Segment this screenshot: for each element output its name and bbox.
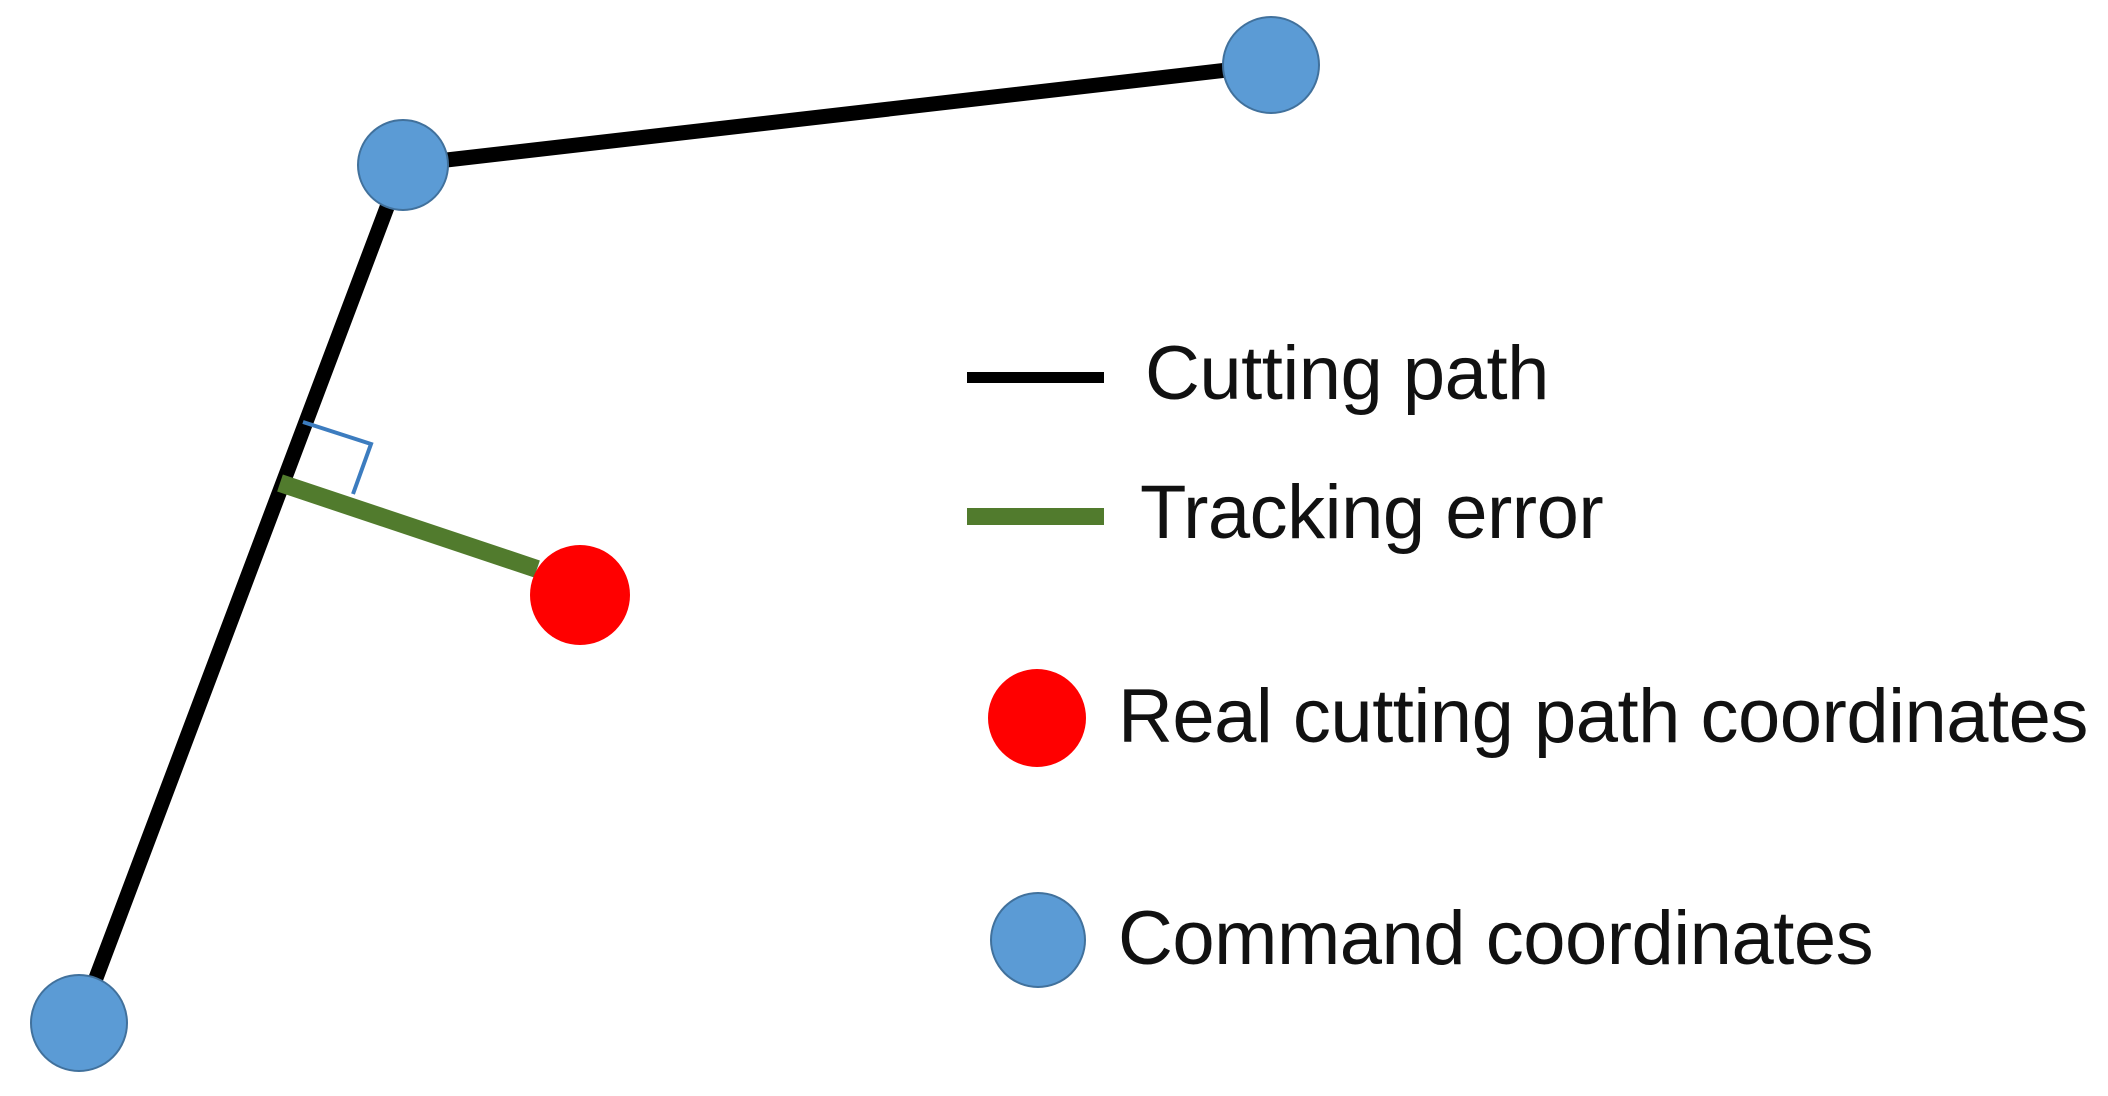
legend-line-swatch-cutting-path: [967, 372, 1104, 383]
legend-circle-swatch-real-cutting-path-coordinates: [988, 669, 1086, 767]
legend-item-cutting-path: Cutting path: [967, 331, 1549, 416]
tracking-error-line: [277, 474, 540, 578]
legend: Cutting path Tracking error Real cutting…: [967, 331, 2088, 988]
right-angle-marker-group: [302, 420, 374, 495]
cutting-path-group: [71, 57, 1279, 1031]
cutting-path-polyline: [71, 57, 1279, 1031]
real-cutting-point-marker: [530, 545, 630, 645]
legend-label-tracking-error: Tracking error: [1140, 470, 1603, 555]
tracking-error-group: [277, 474, 540, 578]
legend-line-swatch-tracking-error: [967, 508, 1104, 525]
legend-item-real-cutting-path-coordinates: Real cutting path coordinates: [988, 669, 2088, 767]
legend-circle-swatch-command-coordinates: [990, 892, 1086, 988]
legend-item-tracking-error: Tracking error: [967, 470, 1604, 555]
command-point-middle-marker: [357, 119, 449, 211]
command-point-top-right-marker: [1222, 16, 1320, 114]
command-points-group: [30, 16, 1320, 1072]
right-angle-marker-icon: [302, 420, 374, 495]
legend-label-real-cutting-path-coordinates: Real cutting path coordinates: [1118, 674, 2088, 759]
real-point-group: [530, 545, 630, 645]
legend-label-cutting-path: Cutting path: [1145, 331, 1549, 416]
legend-label-command-coordinates: Command coordinates: [1118, 896, 1873, 981]
command-point-bottom-left-marker: [30, 974, 128, 1072]
legend-item-command-coordinates: Command coordinates: [990, 892, 1874, 988]
